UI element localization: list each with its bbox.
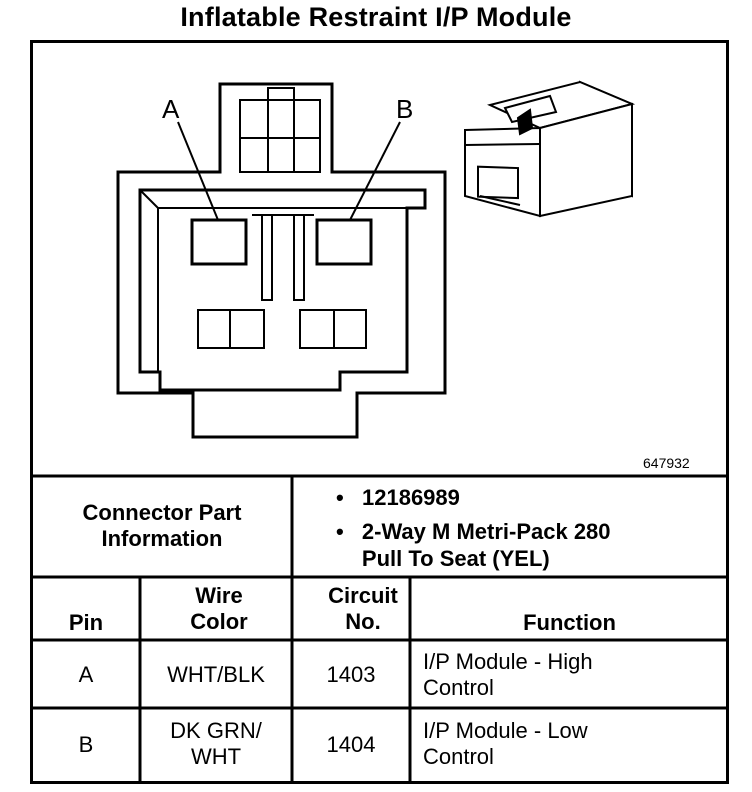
row-b-circuit: 1404 xyxy=(326,732,376,757)
page-title: Inflatable Restraint I/P Module xyxy=(180,2,572,32)
header-pin: Pin xyxy=(68,610,104,635)
lock-window-b2 xyxy=(333,309,367,349)
row-b-wire-color: DK GRN/ WHT xyxy=(170,718,262,769)
header-circuit: Circuit No. xyxy=(328,583,398,634)
connector-iso-sketch xyxy=(464,80,636,218)
latch-tab xyxy=(267,87,295,173)
connector-type: 2-Way M Metri-Pack 280 Pull To Seat (YEL… xyxy=(361,519,611,571)
bullet-icon: • xyxy=(336,485,344,510)
cavity-b xyxy=(315,218,373,266)
connector-info-item: • 2-Way M Metri-Pack 280 Pull To Seat (Y… xyxy=(336,518,636,572)
row-a-pin: A xyxy=(78,662,94,687)
row-b-pin: B xyxy=(78,732,94,757)
pin-label-b: B xyxy=(396,94,413,124)
part-number: 12186989 xyxy=(362,485,460,510)
row-a-wire-color: WHT/BLK xyxy=(167,662,265,687)
center-divider-right xyxy=(293,214,305,301)
header-wire-color: Wire Color xyxy=(190,583,248,634)
latch-outer xyxy=(239,99,321,173)
connector-info-label: Connector Part Information xyxy=(82,500,242,551)
lock-window-b1 xyxy=(299,309,335,349)
figure-id: 647932 xyxy=(643,455,690,471)
row-b-function: I/P Module - Low Control xyxy=(423,718,588,769)
row-a-circuit: 1403 xyxy=(326,662,376,687)
lock-window-a2 xyxy=(229,309,265,349)
leader-line-a xyxy=(177,121,219,221)
bullet-icon: • xyxy=(336,519,344,544)
connector-info-item: • 12186989 xyxy=(336,484,636,511)
cavity-lip xyxy=(139,189,407,209)
lock-window-a1 xyxy=(197,309,231,349)
housing-cavity xyxy=(138,188,427,392)
connector-info-list: • 12186989 • 2-Way M Metri-Pack 280 Pull… xyxy=(336,484,636,572)
housing-outline xyxy=(116,82,447,439)
leader-line-b xyxy=(349,121,401,221)
row-a-function: I/P Module - High Control xyxy=(423,649,593,700)
connector-frame xyxy=(30,40,729,784)
center-divider xyxy=(261,214,273,301)
cavity-a xyxy=(190,218,248,266)
pin-label-a: A xyxy=(162,94,180,124)
header-function: Function xyxy=(523,610,616,635)
